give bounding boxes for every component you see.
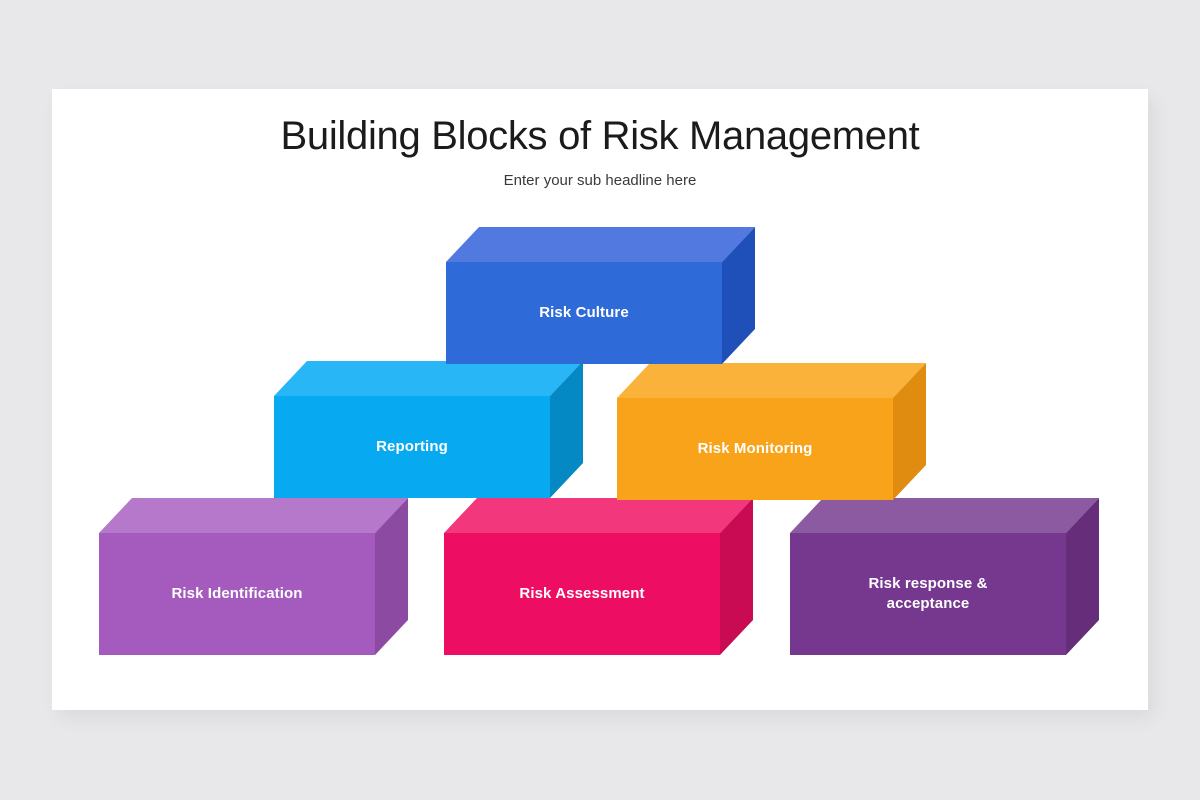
block-top-face xyxy=(274,361,583,396)
block-front-face xyxy=(617,398,893,500)
block-reporting[interactable]: Reporting xyxy=(274,361,583,498)
block-front-face xyxy=(99,533,375,655)
block-top-face xyxy=(446,227,755,262)
page-subtitle: Enter your sub headline here xyxy=(503,172,697,189)
block-top-face xyxy=(790,498,1099,533)
block-front-face xyxy=(444,533,720,655)
block-risk-culture[interactable]: Risk Culture xyxy=(446,227,755,364)
block-risk-identification[interactable]: Risk Identification xyxy=(99,498,408,655)
block-front-face xyxy=(446,262,722,364)
block-top-face xyxy=(99,498,408,533)
block-front-face xyxy=(274,396,550,498)
block-front-face xyxy=(790,533,1066,655)
block-risk-monitoring[interactable]: Risk Monitoring xyxy=(617,363,926,500)
block-top-face xyxy=(617,363,926,398)
block-risk-response-acceptance[interactable]: Risk response &acceptance xyxy=(790,498,1099,655)
page-title: Building Blocks of Risk Management xyxy=(280,114,920,158)
slide-card: Building Blocks of Risk Management Enter… xyxy=(52,89,1148,710)
block-top-face xyxy=(444,498,753,533)
block-risk-assessment[interactable]: Risk Assessment xyxy=(444,498,753,655)
